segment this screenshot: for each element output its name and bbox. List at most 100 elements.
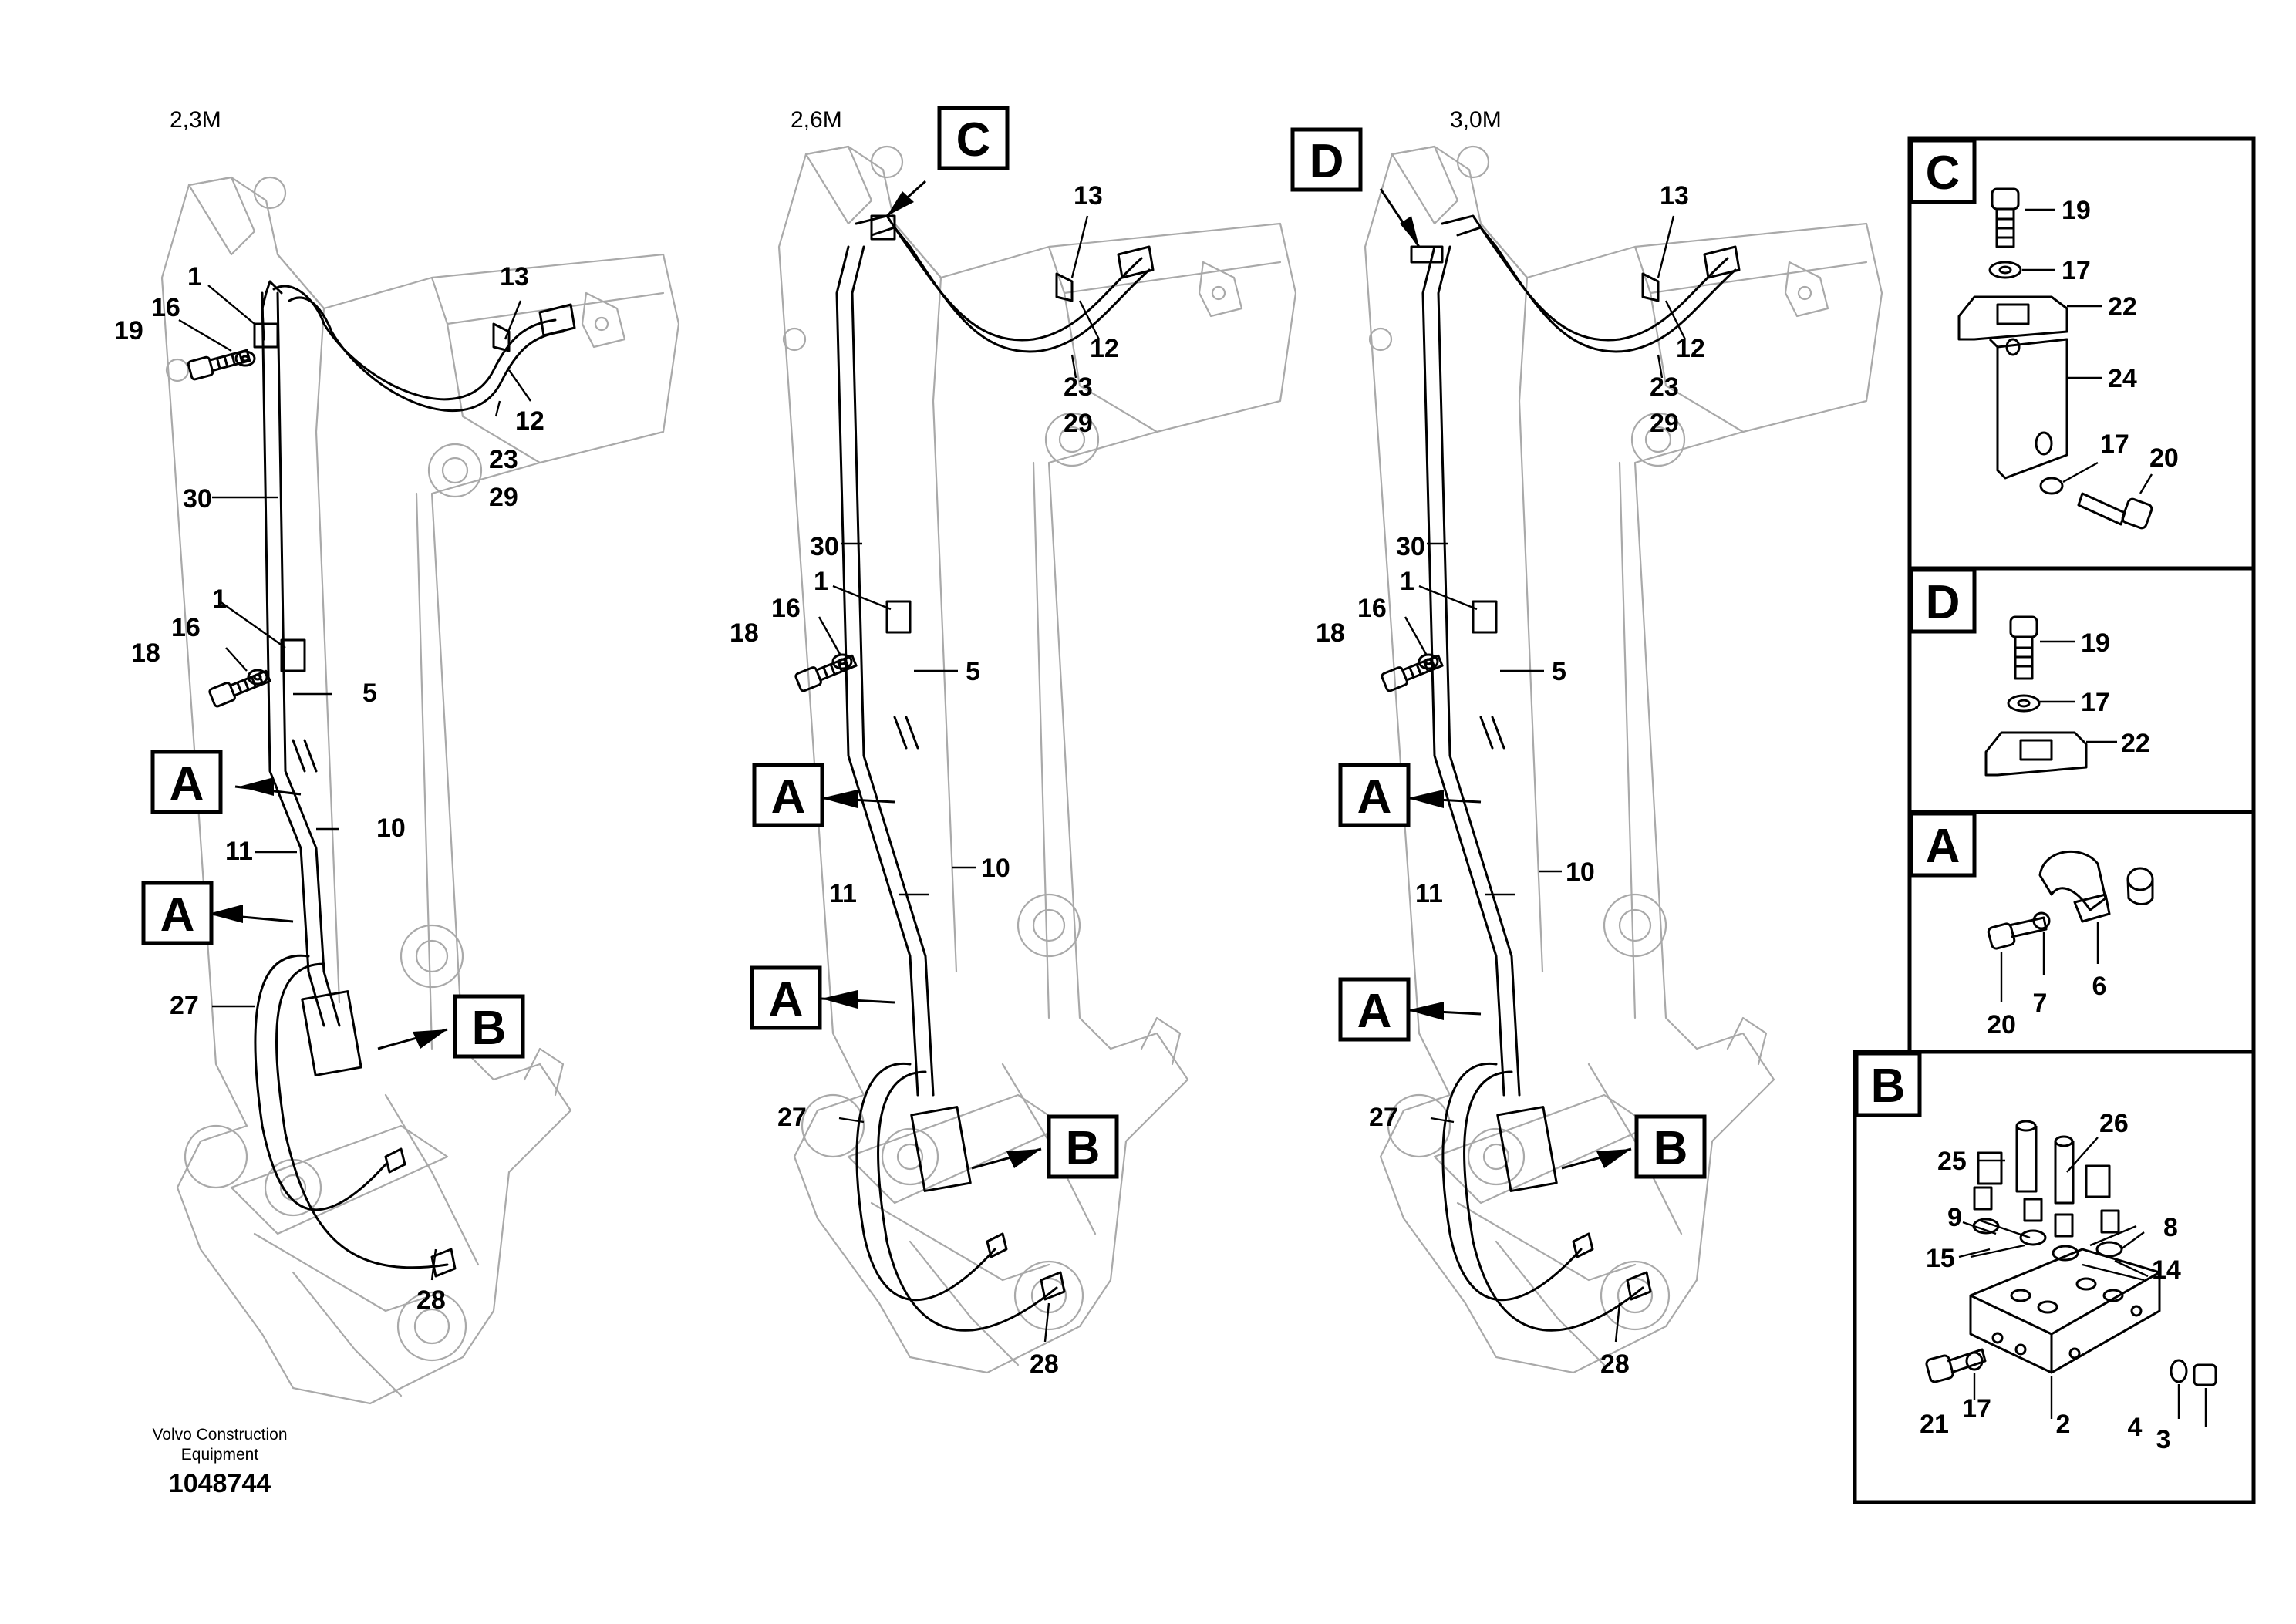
callout-29: 29 <box>1650 409 1679 438</box>
panel-d-callout-19: 19 <box>2081 628 2110 658</box>
callout-28: 28 <box>416 1285 446 1315</box>
callout-29: 29 <box>489 483 518 512</box>
detail-panel-a: A 20 7 6 <box>1907 810 2256 1054</box>
panel-d-callout-22: 22 <box>2121 729 2150 758</box>
panel-b-callout-9: 9 <box>1947 1203 1962 1232</box>
callout-11: 11 <box>1415 879 1443 908</box>
detail-tag-a <box>1338 763 1411 827</box>
drawing-number: 1048744 <box>169 1469 271 1498</box>
panel-c-callout-22: 22 <box>2108 292 2137 322</box>
callout-28: 28 <box>1030 1349 1059 1379</box>
callout-11: 11 <box>225 837 253 866</box>
svg-text:A: A <box>769 973 804 1026</box>
callout-1: 1 <box>187 262 202 291</box>
panel-b-callout-4: 4 <box>2128 1413 2143 1442</box>
panel-c-tag: C <box>1926 147 1961 200</box>
panel-b-callout-3: 3 <box>2156 1425 2171 1454</box>
callout-1: 1 <box>212 585 227 614</box>
callout-29: 29 <box>1064 409 1093 438</box>
svg-text:A: A <box>170 757 204 810</box>
detail-tag-a <box>150 750 223 814</box>
detail-tag-c <box>937 106 1010 170</box>
company-line-2: Equipment <box>181 1446 259 1464</box>
callout-27: 27 <box>777 1103 807 1132</box>
detail-tag-b <box>1634 1114 1707 1179</box>
panel-b-callout-21: 21 <box>1920 1410 1949 1439</box>
callout-13: 13 <box>1074 181 1103 211</box>
callout-1: 1 <box>814 567 828 596</box>
detail-tag-a <box>752 763 824 827</box>
detail-panel-d: D 19 17 22 <box>1907 566 2256 814</box>
svg-text:A: A <box>1357 770 1392 824</box>
callout-13: 13 <box>1660 181 1689 211</box>
variant-label-2-3m: 2,3M <box>170 107 221 133</box>
callout-11: 11 <box>829 879 857 908</box>
panel-b-callout-14: 14 <box>2152 1255 2181 1285</box>
callout-10: 10 <box>376 814 406 843</box>
variant-label-2-6m: 2,6M <box>791 107 842 133</box>
panel-b-callout-8: 8 <box>2163 1213 2178 1242</box>
callout-5: 5 <box>362 679 377 708</box>
svg-text:B: B <box>472 1002 507 1055</box>
svg-text:A: A <box>771 770 806 824</box>
svg-text:D: D <box>1310 135 1344 188</box>
detail-tag-a <box>141 881 214 945</box>
detail-tag-d <box>1290 127 1363 192</box>
detail-panel-c: C 19 17 22 24 17 20 <box>1907 136 2256 571</box>
panel-a-callout-7: 7 <box>2033 989 2048 1018</box>
callout-18: 18 <box>730 618 759 648</box>
panel-c-callout-17: 17 <box>2100 430 2129 459</box>
svg-text:C: C <box>956 113 991 167</box>
footer: Volvo Construction Equipment 1048744 <box>152 1426 287 1498</box>
callout-30: 30 <box>1396 532 1425 561</box>
callout-23: 23 <box>1064 372 1093 402</box>
callout-10: 10 <box>981 854 1010 883</box>
callout-13: 13 <box>500 262 529 291</box>
detail-tag-b <box>453 994 525 1059</box>
company-line-1: Volvo Construction <box>152 1426 287 1444</box>
callout-16: 16 <box>771 594 801 623</box>
detail-panel-b: B <box>1853 1050 2256 1504</box>
view-2-3m: 2,3M <box>114 107 680 1405</box>
callout-30: 30 <box>183 484 212 514</box>
callout-23: 23 <box>489 445 518 474</box>
panel-c-callout-24: 24 <box>2108 364 2137 393</box>
panel-b-callout-25: 25 <box>1937 1147 1967 1176</box>
callout-16: 16 <box>1357 594 1387 623</box>
callout-1: 1 <box>1400 567 1414 596</box>
callout-16: 16 <box>171 613 201 642</box>
callout-19: 19 <box>114 316 143 345</box>
panel-d-tag: D <box>1926 576 1961 629</box>
callout-12: 12 <box>515 406 544 436</box>
callout-12: 12 <box>1090 334 1119 363</box>
callout-28: 28 <box>1600 1349 1630 1379</box>
panel-c-callout-17: 17 <box>2062 256 2091 285</box>
callout-5: 5 <box>1552 657 1566 686</box>
detail-tag-b <box>1047 1114 1119 1179</box>
callout-30: 30 <box>810 532 839 561</box>
panel-c-callout-20: 20 <box>2149 443 2179 473</box>
detail-tag-a <box>1338 977 1411 1042</box>
callout-27: 27 <box>170 991 199 1020</box>
callout-18: 18 <box>1316 618 1345 648</box>
svg-text:A: A <box>1357 985 1392 1038</box>
callout-27: 27 <box>1369 1103 1398 1132</box>
callout-12: 12 <box>1676 334 1705 363</box>
panel-b-callout-17: 17 <box>1962 1394 1991 1424</box>
callout-16: 16 <box>151 293 180 322</box>
callout-18: 18 <box>131 638 160 668</box>
callout-23: 23 <box>1650 372 1679 402</box>
panel-d-callout-17: 17 <box>2081 688 2110 717</box>
panel-b-tag: B <box>1871 1060 1906 1113</box>
panel-b-callout-2: 2 <box>2056 1410 2071 1439</box>
variant-label-3-0m: 3,0M <box>1450 107 1502 133</box>
svg-text:A: A <box>160 888 195 942</box>
panel-a-callout-6: 6 <box>2092 972 2107 1001</box>
view-2-6m: 2,6M 30 1 16 <box>730 106 1297 1379</box>
callout-5: 5 <box>966 657 980 686</box>
svg-text:B: B <box>1066 1122 1101 1175</box>
svg-text:B: B <box>1654 1122 1688 1175</box>
panel-b-callout-15: 15 <box>1926 1244 1955 1273</box>
